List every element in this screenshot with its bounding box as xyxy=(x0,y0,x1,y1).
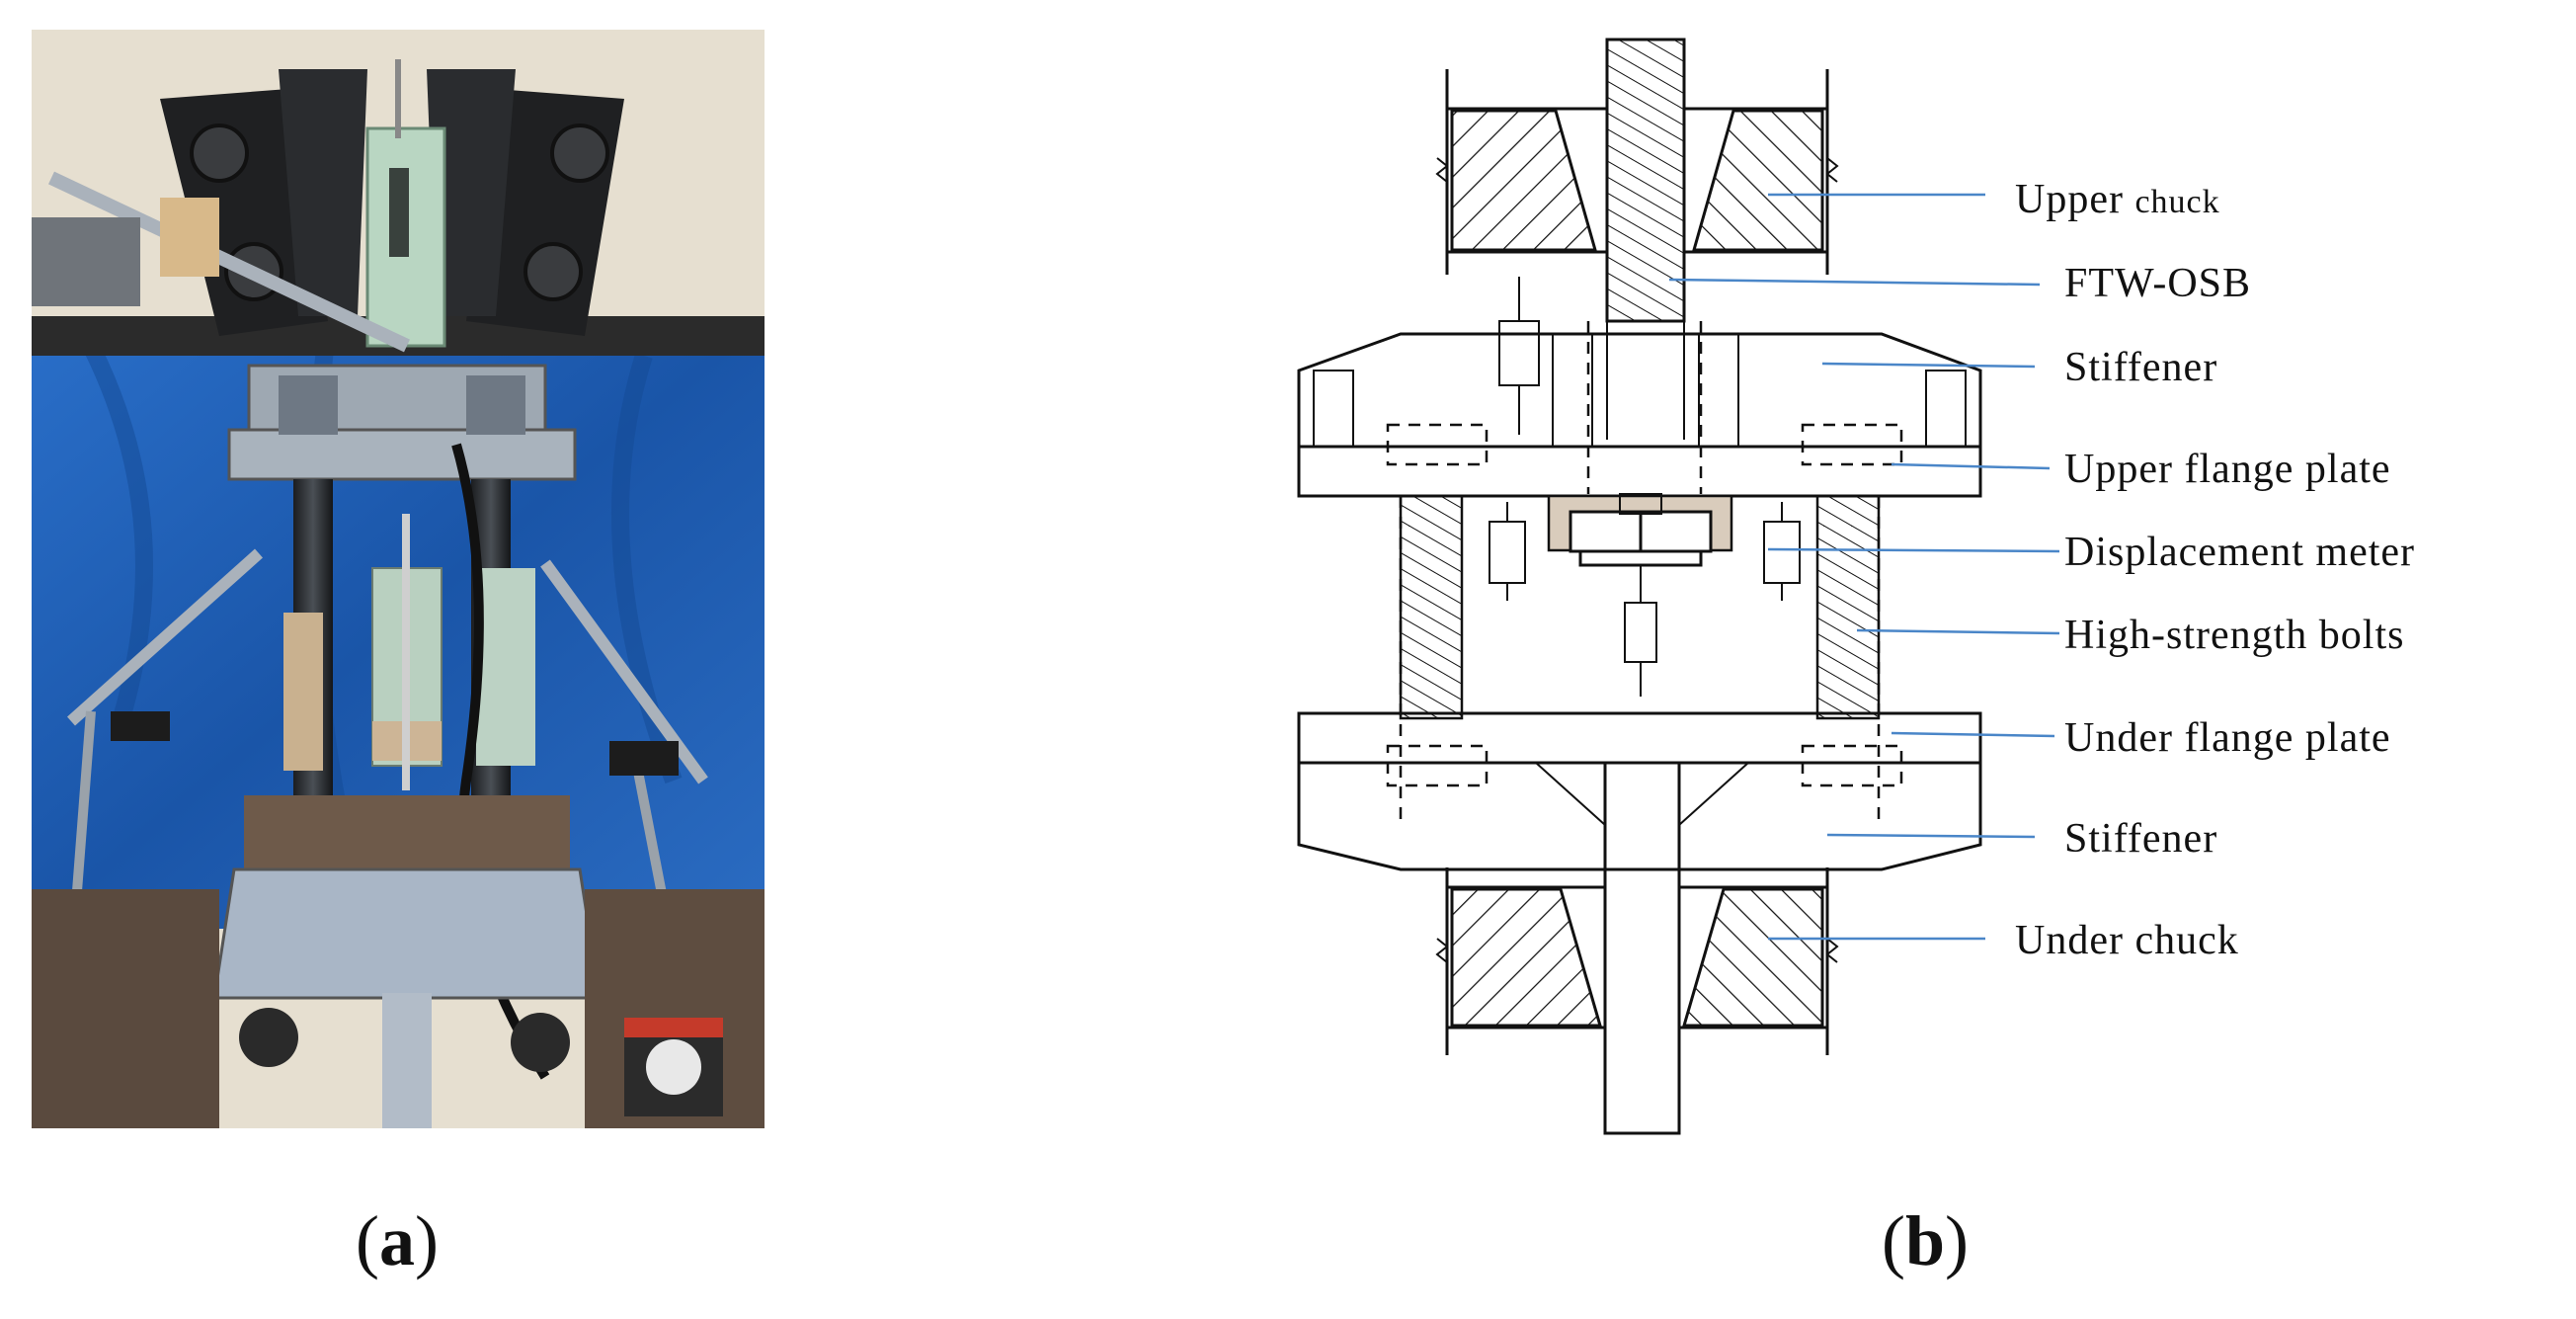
label-stiffener-bottom: Stiffener xyxy=(2064,816,2217,862)
caption-b: (b) xyxy=(1882,1201,1970,1280)
test-setup-photo xyxy=(32,30,765,1128)
under-chuck xyxy=(1435,867,1839,1055)
left-meter-arm xyxy=(66,548,264,726)
upper-flange-plate xyxy=(1297,423,1982,498)
label-upper-flange-plate: Upper flange plate xyxy=(2064,447,2391,492)
high-strength-bolts xyxy=(1399,494,1881,820)
displacement-meter-assembly xyxy=(1489,493,1801,697)
label-stiffener-top: Stiffener xyxy=(2064,345,2217,390)
displacement-meter-top xyxy=(365,59,446,348)
upper-fixture xyxy=(227,364,577,481)
lower-chuck-left xyxy=(32,889,219,1128)
magnetic-base-top xyxy=(32,217,140,306)
caption-a: (a) xyxy=(356,1201,439,1280)
specimen-blocks xyxy=(283,514,535,790)
upper-chuck xyxy=(1435,69,1839,275)
label-under-chuck: Under chuck xyxy=(2015,918,2239,963)
magnetic-base-arm xyxy=(48,171,410,353)
label-under-flange-plate: Under flange plate xyxy=(2064,715,2391,761)
ftw-osb-rod xyxy=(1586,38,1703,494)
leader-lines xyxy=(1668,193,2060,941)
label-displacement-meter: Displacement meter xyxy=(2064,530,2415,575)
lower-fixture xyxy=(212,795,602,1128)
label-ftw-osb: FTW-OSB xyxy=(2064,261,2251,306)
label-high-strength-bolts: High-strength bolts xyxy=(2064,613,2404,658)
bottom-rod xyxy=(1603,761,1681,1135)
label-upper-chuck: Upper chuck xyxy=(2015,177,2220,222)
